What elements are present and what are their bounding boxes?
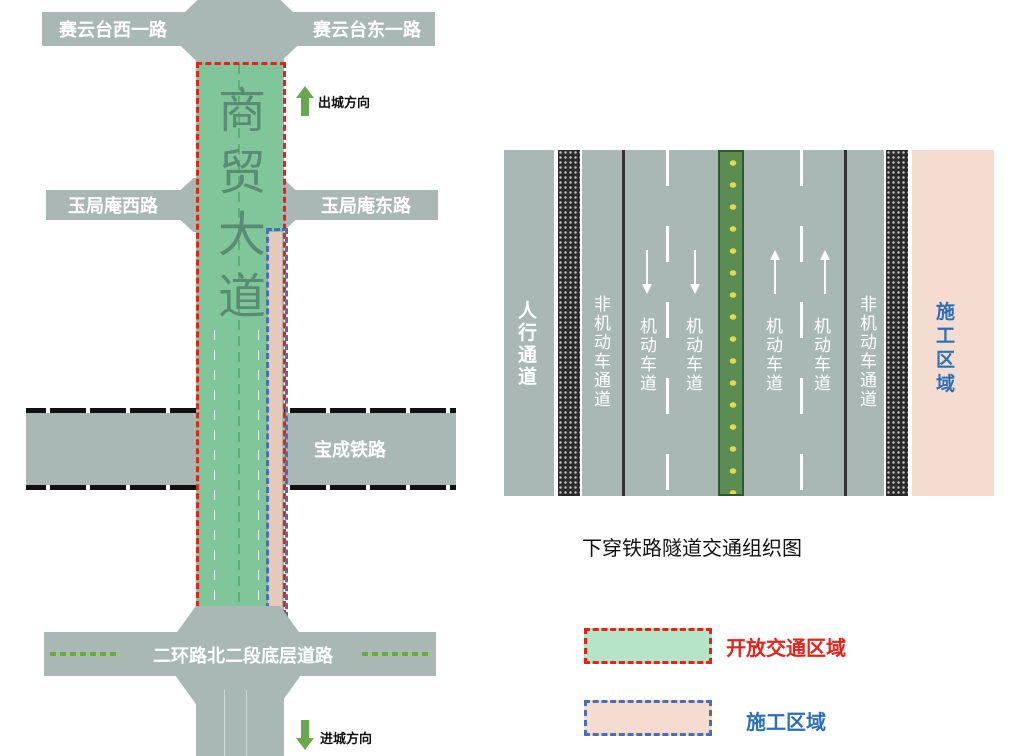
lane-motor-3-label: 机 动 车 道 [766, 318, 783, 394]
road-label-mid-right: 玉局庵东路 [321, 196, 411, 217]
lane-construction-label: 施 工 区 域 [936, 300, 955, 396]
lane-divider-2 [800, 150, 803, 496]
road-label-top-right: 赛云台东一路 [313, 20, 421, 41]
main-road-char: 贸 [217, 145, 266, 201]
lane-char: 机 [594, 314, 611, 334]
lane-char: 道 [814, 374, 831, 394]
lane-char: 车 [640, 355, 657, 375]
fence-right [886, 150, 908, 496]
lane-char: 动 [686, 336, 703, 356]
lane-char: 通 [518, 344, 538, 366]
lane-char: 机 [814, 317, 831, 337]
lane-char: 通 [860, 371, 877, 391]
lane-char: 机 [640, 317, 657, 337]
down-arrow-icon [690, 250, 700, 298]
lane-char: 非 [594, 295, 611, 315]
hedge-right [362, 652, 432, 656]
lane-char: 车 [686, 355, 703, 375]
green-median-line [238, 64, 240, 610]
lane-char: 人 [518, 300, 538, 322]
road-label-railway: 宝成铁路 [314, 440, 386, 461]
up-arrow-icon [820, 250, 830, 298]
cross-section: 人 行 通 道 非 机 动 车 通 道 机 动 车 道 机 动 车 道 机 动 … [504, 150, 994, 496]
construction-zone-map [268, 232, 282, 612]
lane-marks-left [214, 330, 215, 610]
edge-line-right [844, 150, 847, 496]
lane-char: 道 [766, 374, 783, 394]
lane-char: 动 [860, 333, 877, 353]
up-arrow-icon [770, 250, 780, 298]
main-road-char: 道 [217, 269, 266, 325]
lane-motor-1-label: 机 动 车 道 [640, 318, 657, 394]
lane-construction [912, 150, 994, 496]
lane-char: 道 [860, 390, 877, 410]
lane-motor-2-label: 机 动 车 道 [686, 318, 703, 394]
lane-char: 动 [640, 336, 657, 356]
lane-char: 道 [640, 374, 657, 394]
lane-char: 机 [686, 317, 703, 337]
lane-pedestrian-label: 人 行 通 道 [518, 300, 537, 388]
legend-construction: 施工区域 [584, 700, 984, 736]
lane-divider-1 [666, 150, 669, 496]
legend-label-construction: 施工区域 [746, 710, 826, 734]
legend-open: 开放交通区域 [584, 628, 984, 664]
edge-line-left [622, 150, 625, 496]
lane-char: 工 [936, 325, 956, 347]
lane-char: 机 [766, 317, 783, 337]
lane-char: 施 [936, 301, 956, 323]
lane-non-motor-right-label: 非 机 动 车 通 道 [860, 296, 877, 410]
in-city-arrow-icon [296, 720, 314, 750]
lane-char: 机 [860, 314, 877, 334]
junction-bottom [176, 606, 300, 704]
out-city-arrow-icon [296, 86, 314, 116]
lane-char: 道 [686, 374, 703, 394]
lane-char: 动 [814, 336, 831, 356]
intersection-map: 赛云台西一路 赛云台东一路 玉局庵西路 玉局庵东路 宝成铁路 商 贸 大 道 二… [0, 0, 470, 756]
diagram-title: 下穿铁路隧道交通组织图 [582, 536, 802, 560]
median-green [718, 150, 744, 496]
hedge-left [50, 652, 120, 656]
lane-char: 车 [766, 355, 783, 375]
lane-marks-right [258, 330, 259, 610]
lane-char: 道 [594, 390, 611, 410]
lane-char: 道 [518, 366, 538, 388]
road-label-bottom: 二环路北二段底层道路 [153, 646, 333, 667]
main-road-char: 大 [217, 207, 266, 263]
legend-label-open: 开放交通区域 [726, 636, 846, 660]
lane-char: 车 [594, 352, 611, 372]
lane-pedestrian [504, 150, 554, 496]
legend-swatch-construction [584, 700, 712, 736]
lane-char: 域 [936, 373, 956, 395]
main-road-name: 商 贸 大 道 [210, 80, 274, 328]
lane-char: 通 [594, 371, 611, 391]
out-city-label: 出城方向 [318, 96, 371, 111]
lane-char: 区 [936, 349, 956, 371]
lane-char: 动 [594, 333, 611, 353]
lane-non-motor-left-label: 非 机 动 车 通 道 [594, 296, 611, 410]
lane-motor-4-label: 机 动 车 道 [814, 318, 831, 394]
lane-char: 非 [860, 295, 877, 315]
down-arrow-icon [642, 250, 652, 298]
fence-left [558, 150, 580, 496]
lane-char: 车 [814, 355, 831, 375]
main-road-char: 商 [217, 83, 266, 139]
lane-char: 行 [518, 322, 538, 344]
lane-char: 动 [766, 336, 783, 356]
main-road-south-marks [214, 690, 264, 756]
lane-char: 车 [860, 352, 877, 372]
road-label-top-left: 赛云台西一路 [59, 20, 167, 41]
road-label-mid-left: 玉局庵西路 [68, 196, 158, 217]
in-city-label: 进城方向 [320, 732, 373, 747]
legend-swatch-open [584, 628, 712, 664]
